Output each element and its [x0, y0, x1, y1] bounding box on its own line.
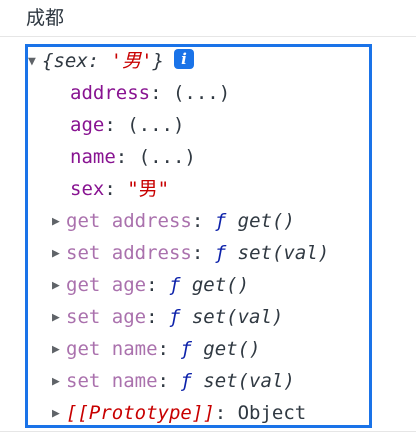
prototype-key: [[Prototype]] — [66, 402, 215, 424]
collapsed-triangle-icon[interactable]: ▶ — [52, 278, 60, 293]
prototype-sep: : — [214, 402, 238, 424]
prototype-value: Object — [237, 402, 307, 424]
accessor-row[interactable]: ▶ get age: ƒ get() — [52, 271, 249, 299]
accessor-row[interactable]: ▶ set name: ƒ set(val) — [52, 367, 295, 395]
accessor-row[interactable]: ▶ get name: ƒ get() — [52, 335, 261, 363]
console-separator — [0, 36, 416, 37]
accessor-signature: set(val) — [180, 306, 284, 328]
property-sep: : — [104, 178, 128, 200]
function-glyph: ƒ — [180, 338, 192, 360]
property-sep: : — [150, 82, 173, 104]
accessor-key: get age — [66, 274, 147, 296]
collapsed-triangle-icon[interactable]: ▶ — [52, 214, 60, 229]
collapsed-triangle-icon[interactable]: ▶ — [52, 310, 60, 325]
accessor-signature: get() — [191, 338, 261, 360]
object-preview-value: '男' — [110, 50, 153, 72]
accessor-sep: : — [146, 274, 169, 296]
property-row[interactable]: sex: "男" — [70, 175, 169, 203]
collapsed-triangle-icon[interactable]: ▶ — [52, 246, 60, 261]
accessor-signature: get() — [226, 210, 295, 232]
accessor-row[interactable]: ▶ set age: ƒ set(val) — [52, 303, 283, 331]
property-sep: : — [115, 146, 139, 168]
accessor-sep: : — [146, 306, 169, 328]
collapsed-triangle-icon[interactable]: ▶ — [52, 342, 60, 357]
console-bottom-separator — [0, 431, 416, 432]
object-preview-close: } — [152, 50, 164, 72]
property-row[interactable]: name: (...) — [70, 143, 196, 171]
accessor-signature: get() — [180, 274, 250, 296]
function-glyph: ƒ — [180, 370, 192, 392]
accessor-key: set address — [66, 242, 192, 264]
function-glyph: ƒ — [214, 242, 227, 264]
property-key: sex — [70, 178, 105, 200]
function-glyph: ƒ — [168, 274, 181, 296]
info-icon[interactable]: i — [173, 49, 194, 69]
accessor-key: get name — [66, 338, 158, 360]
function-glyph: ƒ — [168, 306, 181, 328]
property-key: address — [70, 82, 151, 104]
accessor-row[interactable]: ▶ set address: ƒ set(val) — [52, 239, 329, 267]
accessor-sep: : — [191, 242, 215, 264]
property-key: name — [70, 146, 116, 168]
expanded-triangle-icon[interactable]: ▼ — [28, 54, 36, 69]
function-glyph: ƒ — [214, 210, 227, 232]
accessor-row[interactable]: ▶ get address: ƒ get() — [52, 207, 295, 235]
accessor-key: get address — [66, 210, 192, 232]
accessor-signature: set(val) — [226, 242, 330, 264]
property-value[interactable]: (...) — [138, 146, 196, 168]
console-log-text: 成都 — [26, 7, 65, 29]
accessor-sep: : — [157, 370, 181, 392]
property-row[interactable]: address: (...) — [70, 79, 230, 107]
property-value: "男" — [127, 178, 170, 200]
accessor-key: set age — [66, 306, 147, 328]
accessor-key: set name — [66, 370, 158, 392]
property-row[interactable]: age: (...) — [70, 111, 184, 139]
property-value[interactable]: (...) — [127, 114, 185, 136]
object-root-row[interactable]: ▼ {sex: '男'} i — [28, 47, 194, 75]
highlight-box — [25, 44, 372, 428]
collapsed-triangle-icon[interactable]: ▶ — [52, 374, 60, 389]
property-key: age — [70, 114, 105, 136]
collapsed-triangle-icon[interactable]: ▶ — [52, 406, 60, 421]
prototype-row[interactable]: ▶ [[Prototype]]: Object — [52, 399, 306, 427]
property-value[interactable]: (...) — [172, 82, 231, 104]
accessor-sep: : — [191, 210, 215, 232]
accessor-signature: set(val) — [191, 370, 295, 392]
property-sep: : — [104, 114, 128, 136]
accessor-sep: : — [157, 338, 181, 360]
object-preview-open: {sex: — [42, 50, 111, 72]
